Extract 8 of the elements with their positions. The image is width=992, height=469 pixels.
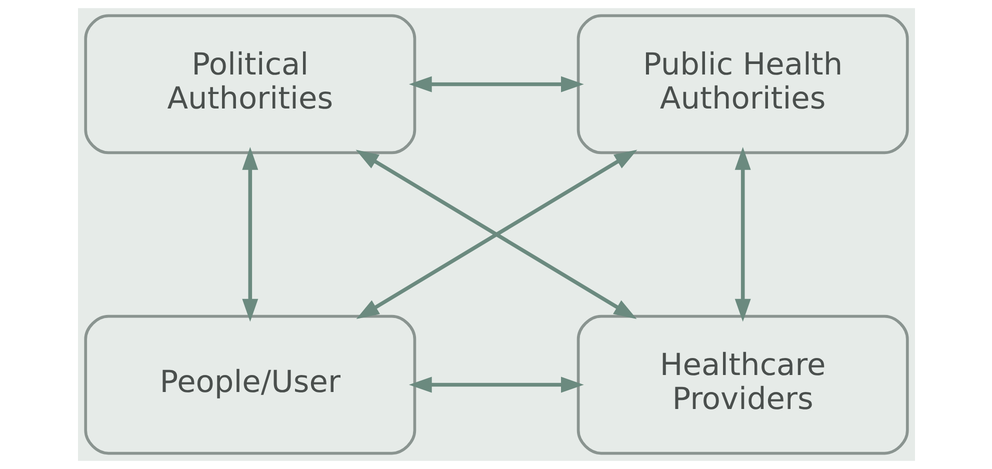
arrow (242, 146, 258, 322)
arrow (408, 376, 584, 393)
arrow (734, 146, 750, 322)
arrow (408, 76, 584, 92)
node-box: Political Authorities (84, 14, 416, 154)
node-box: Healthcare Providers (576, 314, 908, 455)
node-box: Public Health Authorities (576, 14, 908, 154)
node-box: People/User (84, 314, 416, 455)
